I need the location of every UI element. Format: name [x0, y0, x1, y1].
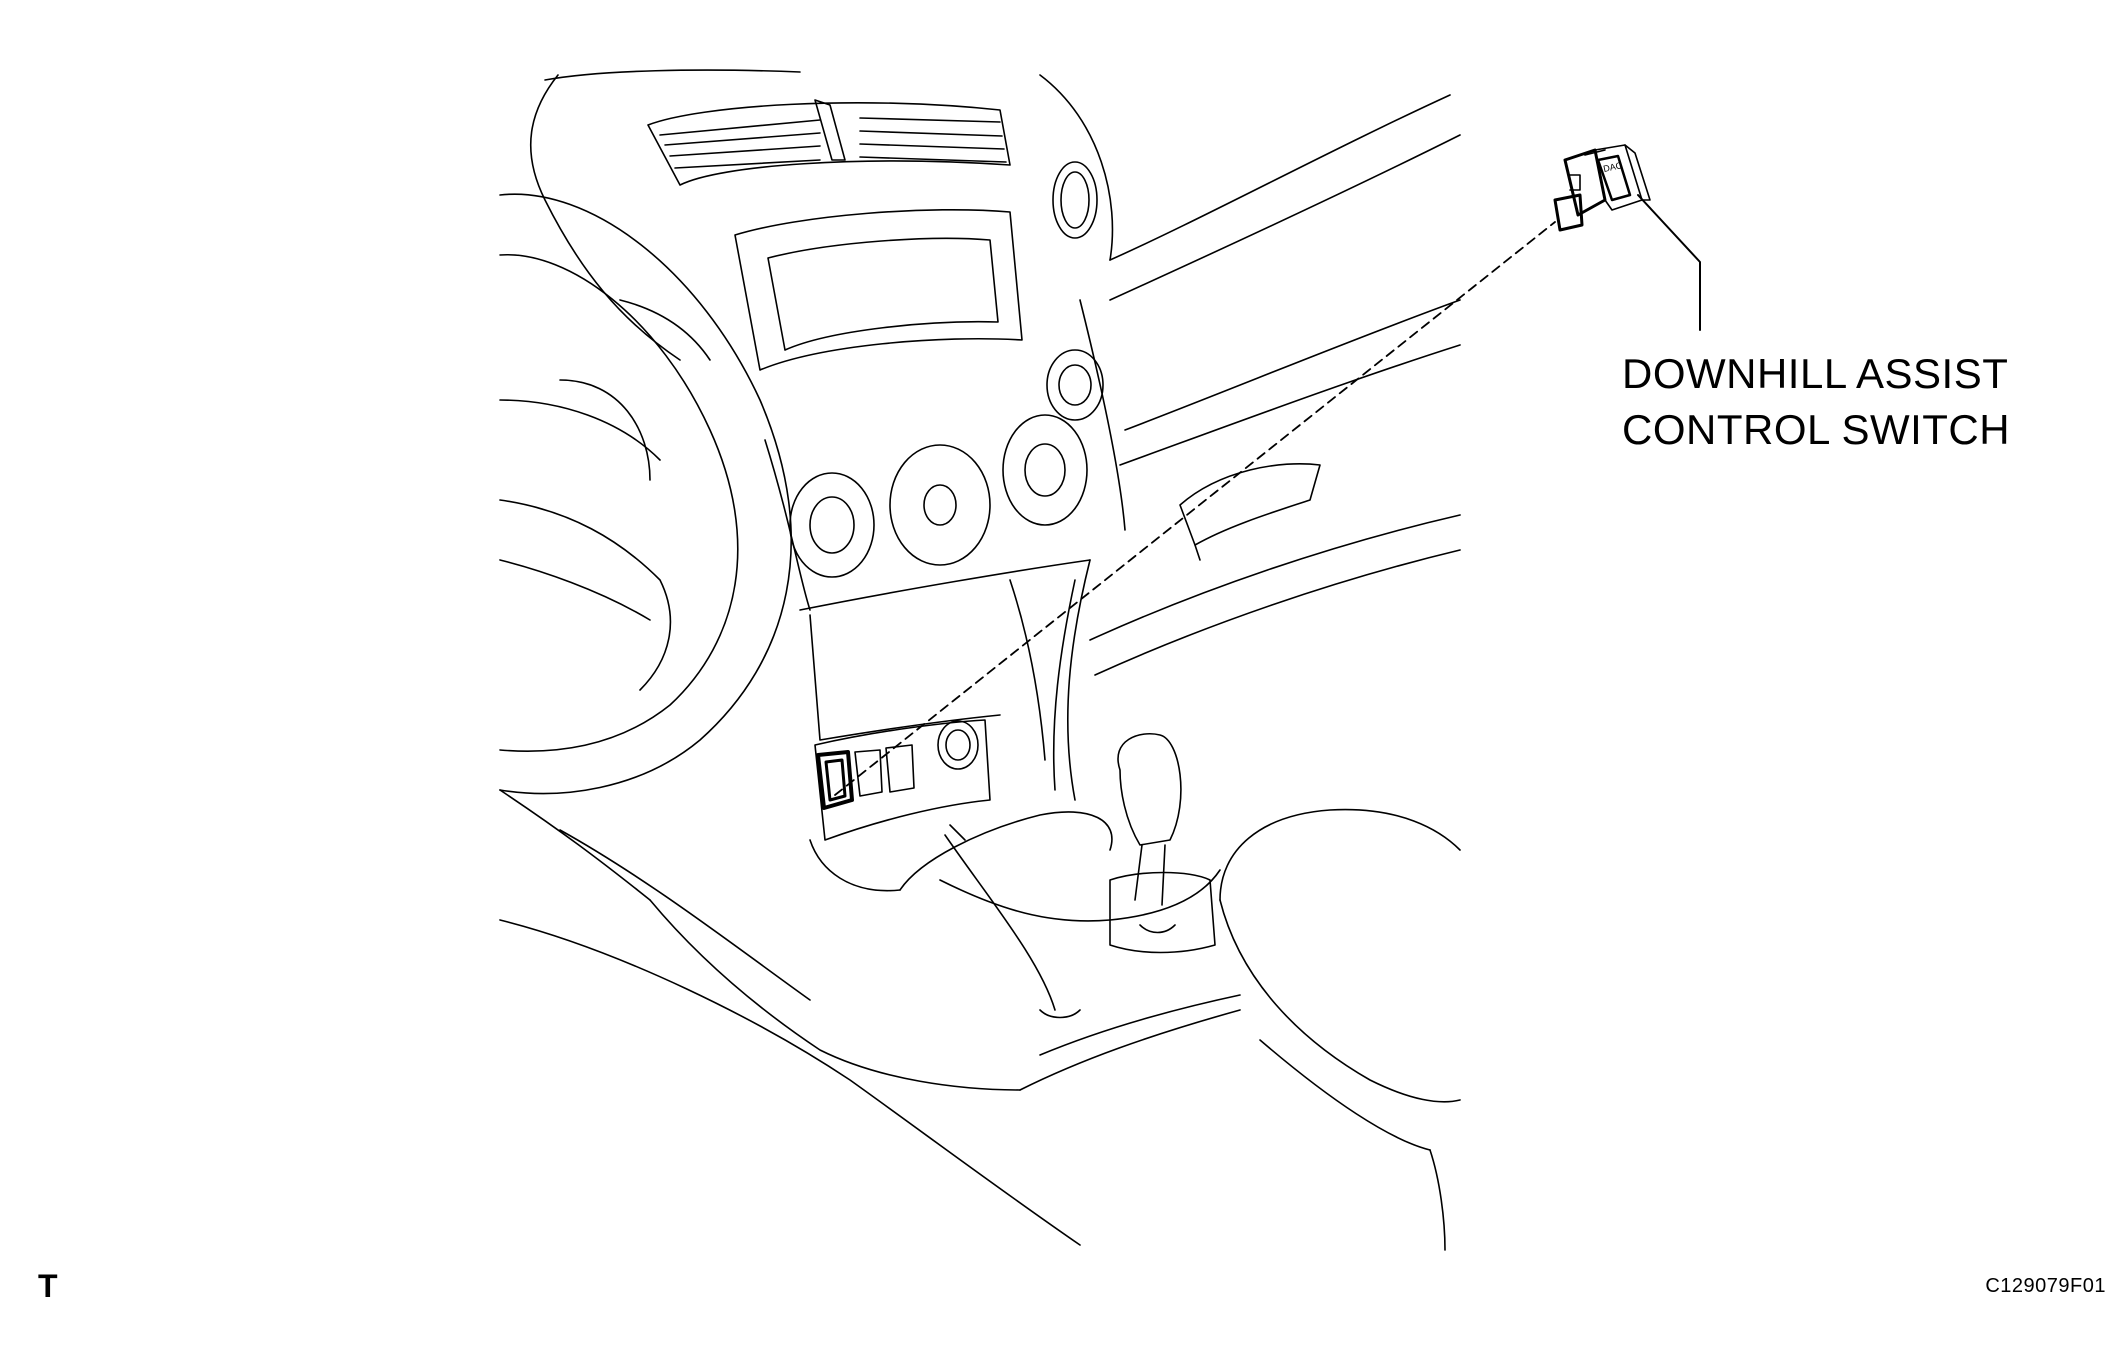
downhill-assist-switch-part: DAC [1553, 144, 1651, 232]
center-air-vent [647, 99, 1011, 186]
lower-left-panel [499, 789, 1081, 1246]
right-round-vent [1052, 161, 1098, 239]
callout-line-2: CONTROL SWITCH [1622, 406, 2011, 453]
leader-dashed-line [834, 221, 1556, 796]
climate-control-knobs [789, 349, 1104, 578]
center-console [809, 811, 1241, 1091]
lower-switch-panel [814, 719, 991, 841]
callout-pointer-line [1637, 194, 1701, 331]
figure-code: C129079F01 [1985, 1275, 2106, 1297]
center-display-screen [734, 208, 1023, 371]
armrest [1219, 808, 1461, 1251]
switch-face-text: DAC [1602, 160, 1623, 174]
downhill-assist-control-switch-label: DOWNHILL ASSIST CONTROL SWITCH [1622, 346, 2010, 458]
center-stack [764, 299, 1126, 801]
shift-lever [1109, 733, 1216, 954]
callout-line-1: DOWNHILL ASSIST [1622, 350, 2009, 397]
dashboard-outline [529, 69, 1461, 676]
corner-mark: T [38, 1268, 58, 1304]
steering-wheel [499, 193, 793, 795]
